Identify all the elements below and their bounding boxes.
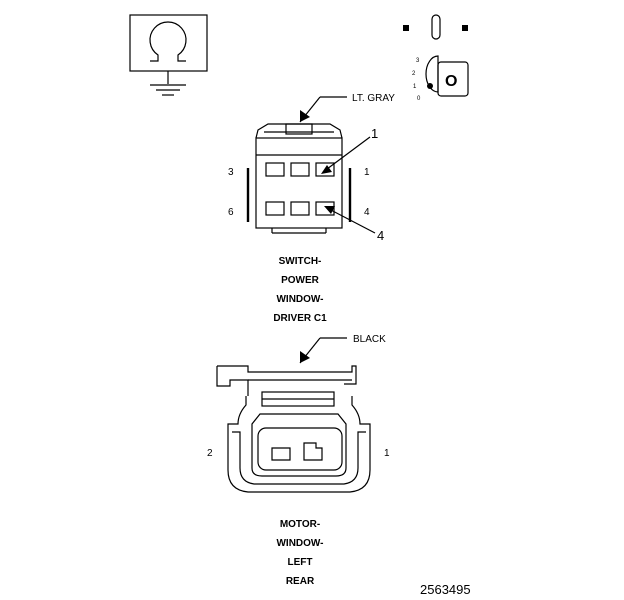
c1-pin-1: 1 — [364, 167, 370, 178]
c1-title-line-2: POWER — [281, 275, 320, 286]
switch-connector-c1: LT. GRAY 1 4 3 6 1 4 — [228, 93, 395, 243]
ignition-key-icon: 3 2 1 0 O — [403, 14, 469, 102]
c2-pin-1: 1 — [384, 448, 390, 459]
c1-title-line-1: SWITCH- — [279, 256, 322, 267]
key-letter: O — [445, 73, 457, 90]
c1-callout-4: 4 — [377, 228, 384, 243]
motor-connector: BLACK 2 1 — [207, 334, 390, 493]
c2-title-line-4: REAR — [286, 576, 315, 587]
figure-number: 2563495 — [420, 582, 471, 597]
c2-title: MOTOR- WINDOW- LEFT REAR — [276, 519, 323, 587]
c2-pin-2: 2 — [207, 448, 213, 459]
c1-title: SWITCH- POWER WINDOW- DRIVER C1 — [273, 256, 327, 324]
ohmmeter-ground-icon — [129, 14, 208, 96]
c1-title-line-3: WINDOW- — [276, 294, 323, 305]
key-position-0: 0 — [417, 96, 421, 102]
c1-callout-1: 1 — [371, 126, 378, 141]
key-position-1: 1 — [413, 84, 417, 90]
c1-pin-6: 6 — [228, 207, 234, 218]
c1-color-label: LT. GRAY — [352, 93, 395, 104]
c1-title-line-4: DRIVER C1 — [273, 313, 327, 324]
key-position-3: 3 — [416, 58, 420, 64]
c1-pin-4: 4 — [364, 207, 370, 218]
key-position-2: 2 — [412, 71, 416, 77]
c2-title-line-2: WINDOW- — [276, 538, 323, 549]
c2-title-line-1: MOTOR- — [280, 519, 320, 530]
c1-pin-3: 3 — [228, 167, 234, 178]
c2-color-label: BLACK — [353, 334, 386, 345]
c2-title-line-3: LEFT — [288, 557, 313, 568]
